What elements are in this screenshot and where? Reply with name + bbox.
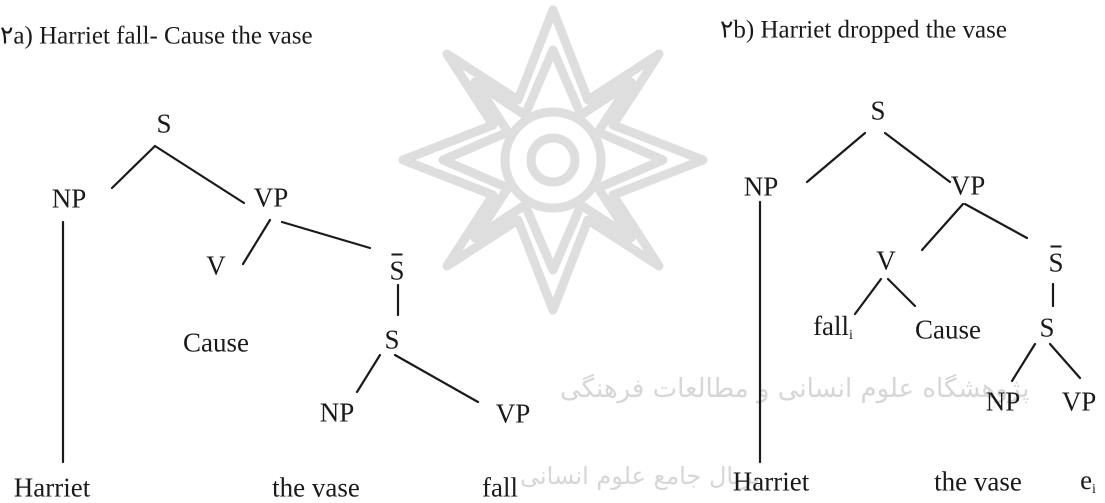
edge-b-v-fall [853,277,883,316]
edge-a-s-vp [153,144,246,205]
edge-b-v-cause [886,277,917,308]
leaf-b-e-index: i [1092,482,1096,497]
leaf-a-harriet: Harriet [13,472,91,503]
edge-b-vp-sbar [963,202,1029,240]
caption-b: ۲b) Harriet dropped the vase [720,16,1007,44]
node-b-v: V [876,245,896,276]
node-a-sbar: S [389,253,405,286]
node-b-np2: NP [985,386,1021,417]
leaf-a-fall: fall [482,472,518,503]
node-b-s: S [870,95,886,126]
node-b-np: NP [743,171,779,202]
edge-b-s-vp [883,131,952,184]
node-b-s2: S [1039,312,1055,343]
node-b-cause: Cause [915,314,981,345]
edge-a-s-vp2 [393,353,480,404]
node-b-vp: VP [950,170,986,201]
leaf-b-harriet: Harriet [732,466,810,497]
node-a-np: NP [51,183,87,214]
node-a-s2: S [384,324,400,355]
node-a-s: S [156,108,172,139]
edge-a-s-np2 [355,353,382,394]
leaf-b-e: ei [1080,467,1096,497]
watermark-text-line2: پرتال جامع علوم انسانی [520,462,761,490]
node-b-fall-text: fall [813,311,850,341]
node-a-sbar-text: S [389,253,405,286]
watermark-text-line1: پژوهشگاه علوم انسانی و مطالعات فرهنگی [560,374,1030,404]
node-b-sbar: S [1048,245,1064,278]
node-a-np2: NP [319,397,355,428]
node-b-sbar-text: S [1048,245,1064,278]
node-b-fall-index: i [849,328,853,343]
edge-a-vp-v [241,218,272,266]
edge-a-s-np [110,144,157,190]
node-a-vp2: VP [495,398,531,429]
edge-b-s-vp2 [1048,342,1082,380]
leaf-b-the-vase: the vase [934,466,1022,497]
node-b-vp2: VP [1061,386,1097,417]
edge-b-s-np [805,131,867,184]
leaf-a-the-vase: the vase [272,472,360,503]
node-a-v: V [206,250,226,281]
node-a-cause: Cause [183,327,249,358]
edge-a-vp-sbar [280,220,372,250]
edge-b-s-np2 [1010,342,1037,383]
edge-b-vp-v [920,202,965,252]
node-a-vp: VP [253,182,289,213]
leaf-b-e-text: e [1080,465,1093,495]
node-b-fall: falli [813,313,853,343]
caption-a: ۲a) Harriet fall- Cause the vase [0,22,313,50]
